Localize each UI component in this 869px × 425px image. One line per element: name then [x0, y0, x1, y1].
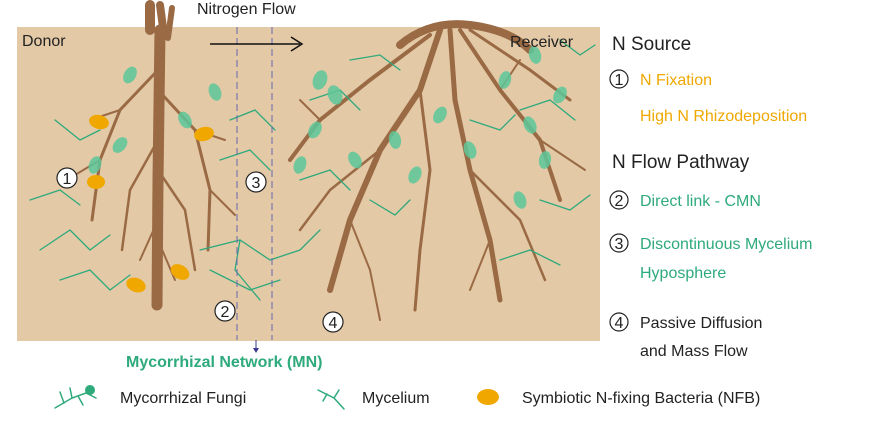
- pathway-item-3-text-line-2: Hyposphere: [640, 265, 726, 282]
- legend-bacteria: Symbiotic N-fixing Bacteria (NFB): [477, 389, 760, 407]
- bacteria-icon: [477, 389, 499, 405]
- source-item-1: 1 N Fixation: [609, 69, 712, 89]
- legend-mycelium: Mycelium: [317, 389, 430, 410]
- svg-text:2: 2: [615, 193, 624, 210]
- pathway-item-4: 4 Passive Diffusion and Mass Flow: [609, 312, 762, 360]
- nitrogen-flow-arrowhead: [290, 36, 304, 52]
- legend-bacteria-label: Symbiotic N-fixing Bacteria (NFB): [522, 390, 760, 407]
- receiver-label: Receiver: [510, 34, 574, 51]
- marker-1: 1: [56, 167, 78, 189]
- network-pointer-arrowhead: [253, 348, 259, 353]
- marker-4: 4: [322, 311, 344, 333]
- fungi-spores: [88, 46, 567, 209]
- pathway-item-2-text: Direct link - CMN: [640, 193, 761, 210]
- legend-fungi-label: Mycorrhizal Fungi: [120, 390, 246, 407]
- svg-text:3: 3: [252, 175, 261, 192]
- pathway-item-4-text-line-2: and Mass Flow: [640, 343, 748, 360]
- svg-text:3: 3: [615, 236, 624, 253]
- pathway-item-3-text-line-1: Discontinuous Mycelium: [640, 236, 813, 253]
- mycorrhizal-network-label: Mycorrhizal Network (MN): [126, 354, 322, 371]
- svg-text:4: 4: [615, 315, 624, 332]
- svg-text:1: 1: [615, 72, 624, 89]
- bacteria-nodules: [87, 114, 214, 293]
- pathway-item-2: 2 Direct link - CMN: [609, 190, 761, 210]
- pathway-item-4-text-line-1: Passive Diffusion: [640, 315, 762, 332]
- marker-3: 3: [245, 171, 267, 193]
- svg-text:4: 4: [329, 315, 338, 332]
- marker-2: 2: [214, 300, 236, 322]
- svg-text:2: 2: [221, 304, 230, 321]
- nitrogen-flow-label: Nitrogen Flow: [197, 1, 296, 18]
- svg-text:1: 1: [63, 171, 72, 188]
- n-flow-pathway-heading: N Flow Pathway: [612, 152, 750, 173]
- legend-fungi: Mycorrhizal Fungi: [54, 385, 246, 409]
- mycorrhizal-fungi-icon: [54, 385, 97, 409]
- n-source-heading: N Source: [612, 34, 691, 55]
- legend-mycelium-label: Mycelium: [362, 390, 430, 407]
- source-item-1-text: N Fixation: [640, 72, 712, 89]
- mycelium-icon: [317, 389, 345, 410]
- source-item-2-text: High N Rhizodeposition: [640, 108, 807, 125]
- pathway-item-3: 3 Discontinuous Mycelium Hyposphere: [609, 233, 813, 282]
- mycelium-network: [29, 39, 596, 301]
- donor-label: Donor: [22, 33, 66, 50]
